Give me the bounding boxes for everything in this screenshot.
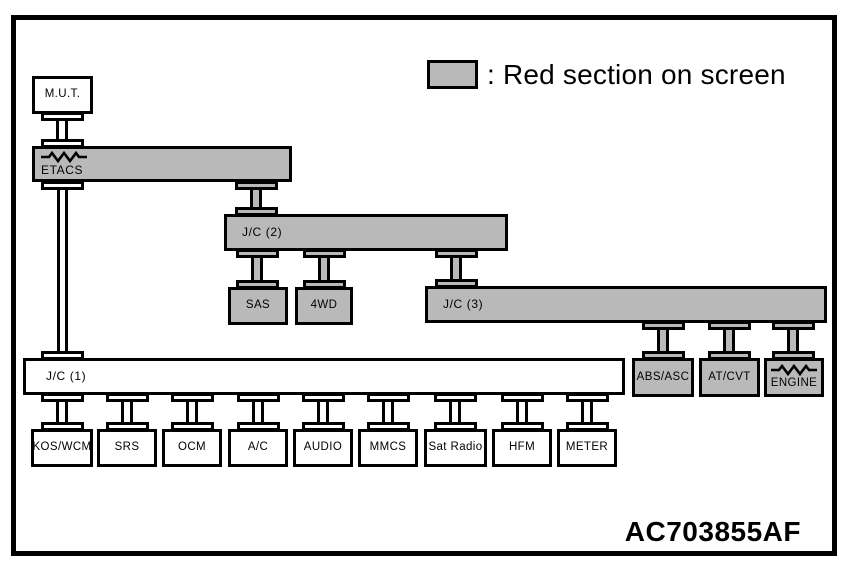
legend-label: : Red section on screen	[487, 58, 786, 90]
node-label-sas: SAS	[245, 299, 271, 312]
connector-tab	[234, 207, 278, 216]
connector-tab	[433, 393, 477, 402]
connector-tab	[434, 279, 478, 288]
node-abs-asc: ABS/ASC	[632, 358, 694, 397]
node-jc2: J/C (2)	[224, 214, 508, 251]
node-hfm: HFM	[492, 429, 552, 467]
node-mmcs: MMCS	[358, 429, 418, 467]
connector-stem	[186, 401, 198, 423]
connector-tab	[771, 321, 815, 330]
connector-tab	[771, 351, 815, 360]
connector-tab	[40, 393, 84, 402]
connector-tab	[105, 393, 149, 402]
node-audio: AUDIO	[293, 429, 353, 467]
connector-tab	[707, 321, 751, 330]
node-label-jc2: J/C (2)	[242, 224, 283, 239]
node-jc1: J/C (1)	[23, 358, 625, 395]
node-label-hfm: HFM	[508, 441, 536, 454]
node-ocm: OCM	[162, 429, 222, 467]
node-engine: ENGINE	[764, 358, 824, 397]
connector-tab	[170, 422, 214, 431]
connector-stem	[250, 189, 262, 208]
connector-tab	[234, 181, 278, 190]
connector-stem	[723, 329, 735, 352]
connector-tab	[40, 181, 84, 190]
node-label-abs-asc: ABS/ASC	[636, 370, 690, 383]
connector-tab	[565, 422, 609, 431]
node-label-mut: M.U.T.	[44, 88, 81, 101]
node-label-meter: METER	[565, 441, 609, 454]
connector-stem	[516, 401, 528, 423]
connector-stem	[251, 257, 263, 281]
node-sas: SAS	[228, 287, 288, 325]
node-4wd: 4WD	[295, 287, 353, 325]
connector-stem	[56, 120, 68, 140]
node-label-srs: SRS	[114, 441, 140, 454]
node-label-ac: A/C	[247, 441, 269, 454]
node-etacs: ETACS	[32, 146, 292, 182]
connector-tab	[40, 139, 84, 148]
connector-tab	[40, 351, 84, 360]
connector-tab	[434, 249, 478, 258]
node-label-audio: AUDIO	[303, 441, 343, 454]
diagram-frame	[11, 15, 837, 556]
node-at-cvt: AT/CVT	[699, 358, 760, 397]
connector-stem	[121, 401, 133, 423]
connector-tab	[500, 422, 544, 431]
node-mut: M.U.T.	[32, 76, 93, 114]
connector-tab	[235, 280, 279, 289]
connector-tab	[366, 393, 410, 402]
connector-stem	[382, 401, 394, 423]
node-jc3: J/C (3)	[425, 286, 827, 323]
connector-tab	[707, 351, 751, 360]
connector-stem	[581, 401, 593, 423]
connector-tab	[40, 422, 84, 431]
connector-tab	[170, 393, 214, 402]
connector-tab	[565, 393, 609, 402]
connector-stem	[252, 401, 264, 423]
legend: : Red section on screen	[427, 57, 786, 92]
node-srs: SRS	[97, 429, 157, 467]
resistor-icon	[41, 150, 87, 163]
node-sat-radio: Sat Radio	[424, 429, 487, 467]
node-label-ocm: OCM	[177, 441, 207, 454]
node-label-sat-radio: Sat Radio	[428, 441, 483, 454]
node-label-4wd: 4WD	[310, 299, 338, 312]
connector-stem	[787, 329, 799, 352]
connector-stem	[318, 257, 330, 281]
connector-stem	[56, 401, 68, 423]
connector-stem	[317, 401, 329, 423]
node-label-kos-wcm: KOS/WCM	[32, 441, 92, 454]
node-kos-wcm: KOS/WCM	[31, 429, 93, 467]
connector-tab	[641, 351, 685, 360]
connector-tab	[433, 422, 477, 431]
connector-tab	[366, 422, 410, 431]
node-label-etacs: ETACS	[41, 162, 84, 177]
connector-tab	[641, 321, 685, 330]
node-label-at-cvt: AT/CVT	[708, 370, 751, 383]
connector-tab	[301, 393, 345, 402]
connector-stem	[449, 401, 461, 423]
resistor-icon	[771, 364, 817, 377]
connector-stem	[450, 257, 462, 280]
connector-tab	[302, 280, 346, 289]
node-meter: METER	[557, 429, 617, 467]
node-ac: A/C	[228, 429, 288, 467]
node-label-jc1: J/C (1)	[46, 368, 87, 383]
node-label-engine: ENGINE	[770, 377, 818, 390]
legend-swatch	[427, 60, 478, 89]
connector-stem	[657, 329, 669, 352]
connector-tab	[500, 393, 544, 402]
connector-tab	[302, 249, 346, 258]
connector-tab	[236, 422, 280, 431]
connector-tab	[236, 393, 280, 402]
connector-tab	[40, 112, 84, 121]
connector-tab	[301, 422, 345, 431]
connector-tab	[105, 422, 149, 431]
node-label-mmcs: MMCS	[369, 441, 407, 454]
figure-code: AC703855AF	[624, 516, 801, 547]
node-label-jc3: J/C (3)	[443, 296, 484, 311]
connector-tab	[235, 249, 279, 258]
connector-stem	[56, 189, 68, 352]
